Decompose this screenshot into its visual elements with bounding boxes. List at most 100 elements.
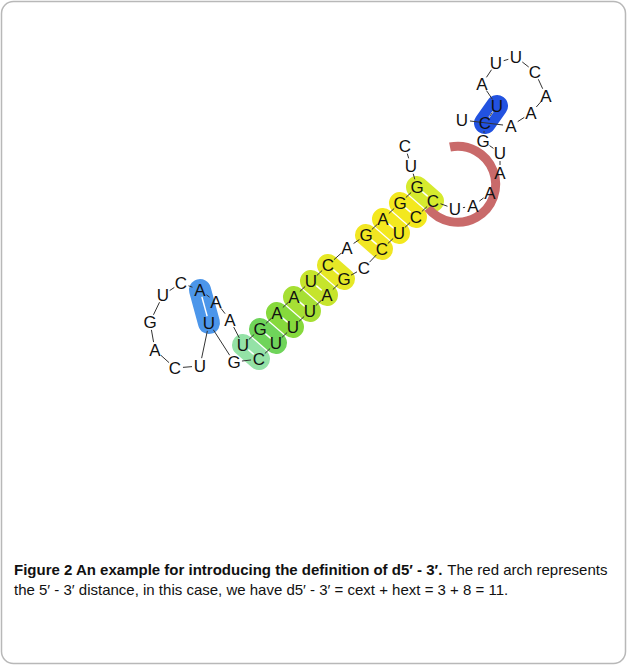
backbone-segment [151,330,153,342]
backbone-segment [282,332,287,337]
nucleotide-letter: U [237,337,249,354]
backbone-segment [389,208,394,213]
nucleotide-letter: A [194,282,205,299]
pair-band [367,203,414,248]
nucleotide-letter: C [376,241,388,258]
backbone-segment [463,207,465,208]
nucleotide-letter: U [510,49,522,66]
pair-band [261,297,308,342]
nucleotide-letter: A [377,211,388,228]
backbone-segment [170,287,175,290]
nucleotide-letter: A [271,305,282,322]
nucleotide-letter: U [490,55,502,72]
nucleotide-letter: A [210,294,221,311]
nucleotide-letter: U [405,158,417,175]
nucleotide-letter: U [449,201,461,218]
nucleotide-letter: A [467,198,478,215]
backbone-segment [317,270,322,275]
caption-block: Figure 2 An example for introducing the … [14,560,610,601]
backbone-segment [518,117,525,121]
backbone-segment [334,253,341,259]
backbone-segment [354,240,360,244]
nucleotide-letter: A [540,88,551,105]
nucleotide-letter: C [529,64,541,81]
pair-band [401,171,448,216]
nucleotide-letter: A [288,289,299,306]
backbone-segment [333,284,338,289]
backbone-segment [265,348,270,353]
backbone-segment [406,192,411,197]
base-pair-line [202,297,207,316]
nucleotide-letter: A [484,185,495,202]
nucleotide-letter: A [494,165,505,182]
nucleotide-letter: C [427,193,439,210]
backbone-segment [351,272,357,275]
backbone-segment [405,222,410,227]
backbone-segment [299,316,304,321]
pair-band [227,329,274,374]
backbone-segment [249,334,254,339]
backbone-segment [266,318,271,323]
nucleotide-letter: U [305,273,317,290]
backbone-segment [300,286,305,291]
nucleotide-letter: A [224,312,235,329]
pair-band [278,281,325,326]
backbone-segment [242,360,251,361]
nucleotide-letter: C [410,209,422,226]
nucleotide-letter: C [175,275,187,292]
nucleotide-letter: A [321,287,332,304]
pair-band [186,276,222,336]
backbone-segment [206,295,209,297]
pair-band [244,313,291,358]
pair-band [350,219,397,264]
pair-band [384,187,431,232]
backbone-segment [283,302,288,307]
backbone-segment [522,62,528,67]
backbone-segment [504,59,509,60]
nucleotide-letter: U [287,319,299,336]
nucleotide-letter: G [393,195,406,212]
nucleotide-letter: A [341,240,352,257]
backbone-segment [183,366,192,368]
backbone-segment [213,330,229,356]
nucleotide-letter: C [399,138,411,155]
backbone-segment [161,355,169,362]
distance-arch [428,146,496,222]
nucleotide-letter: G [476,133,489,150]
nucleotide-letter: G [143,314,156,331]
backbone-segment [202,331,208,358]
backbone-segment [536,102,540,107]
nucleotide-letter: G [253,321,266,338]
backbone-segment [479,198,483,201]
backbone-segment [372,224,377,229]
nucleotide-letter: U [203,315,215,332]
nucleotide-letter: C [253,351,265,368]
backbone-segment [370,255,377,262]
backbone-segment [189,286,193,287]
nucleotide-letter: U [491,98,503,115]
nucleotide-letter: G [227,354,240,371]
figure-title: Figure 2 An example for introducing the … [14,561,442,578]
nucleotide-letter: U [456,112,468,129]
nucleotide-letter: U [194,358,206,375]
pair-band [295,265,342,310]
nucleotide-letter: U [157,287,169,304]
nucleotide-letter: C [322,257,334,274]
nucleotide-letter: C [358,260,370,277]
nucleotide-letter: G [410,179,423,196]
backbone-segment [316,300,321,305]
nucleotide-letter: U [393,225,405,242]
nucleotide-letter: G [359,227,372,244]
nucleotide-letter: A [505,118,516,135]
nucleotide-letter: C [169,360,181,377]
nucleotide-letter: U [494,145,506,162]
backbone-segment [441,204,448,207]
nucleotide-letter: U [270,335,282,352]
nucleotide-letter: G [337,271,350,288]
backbone-segment [490,146,494,149]
nucleotide-letter: A [525,105,536,122]
nucleotide-letter: U [304,303,316,320]
nucleotide-letter: A [476,76,487,93]
